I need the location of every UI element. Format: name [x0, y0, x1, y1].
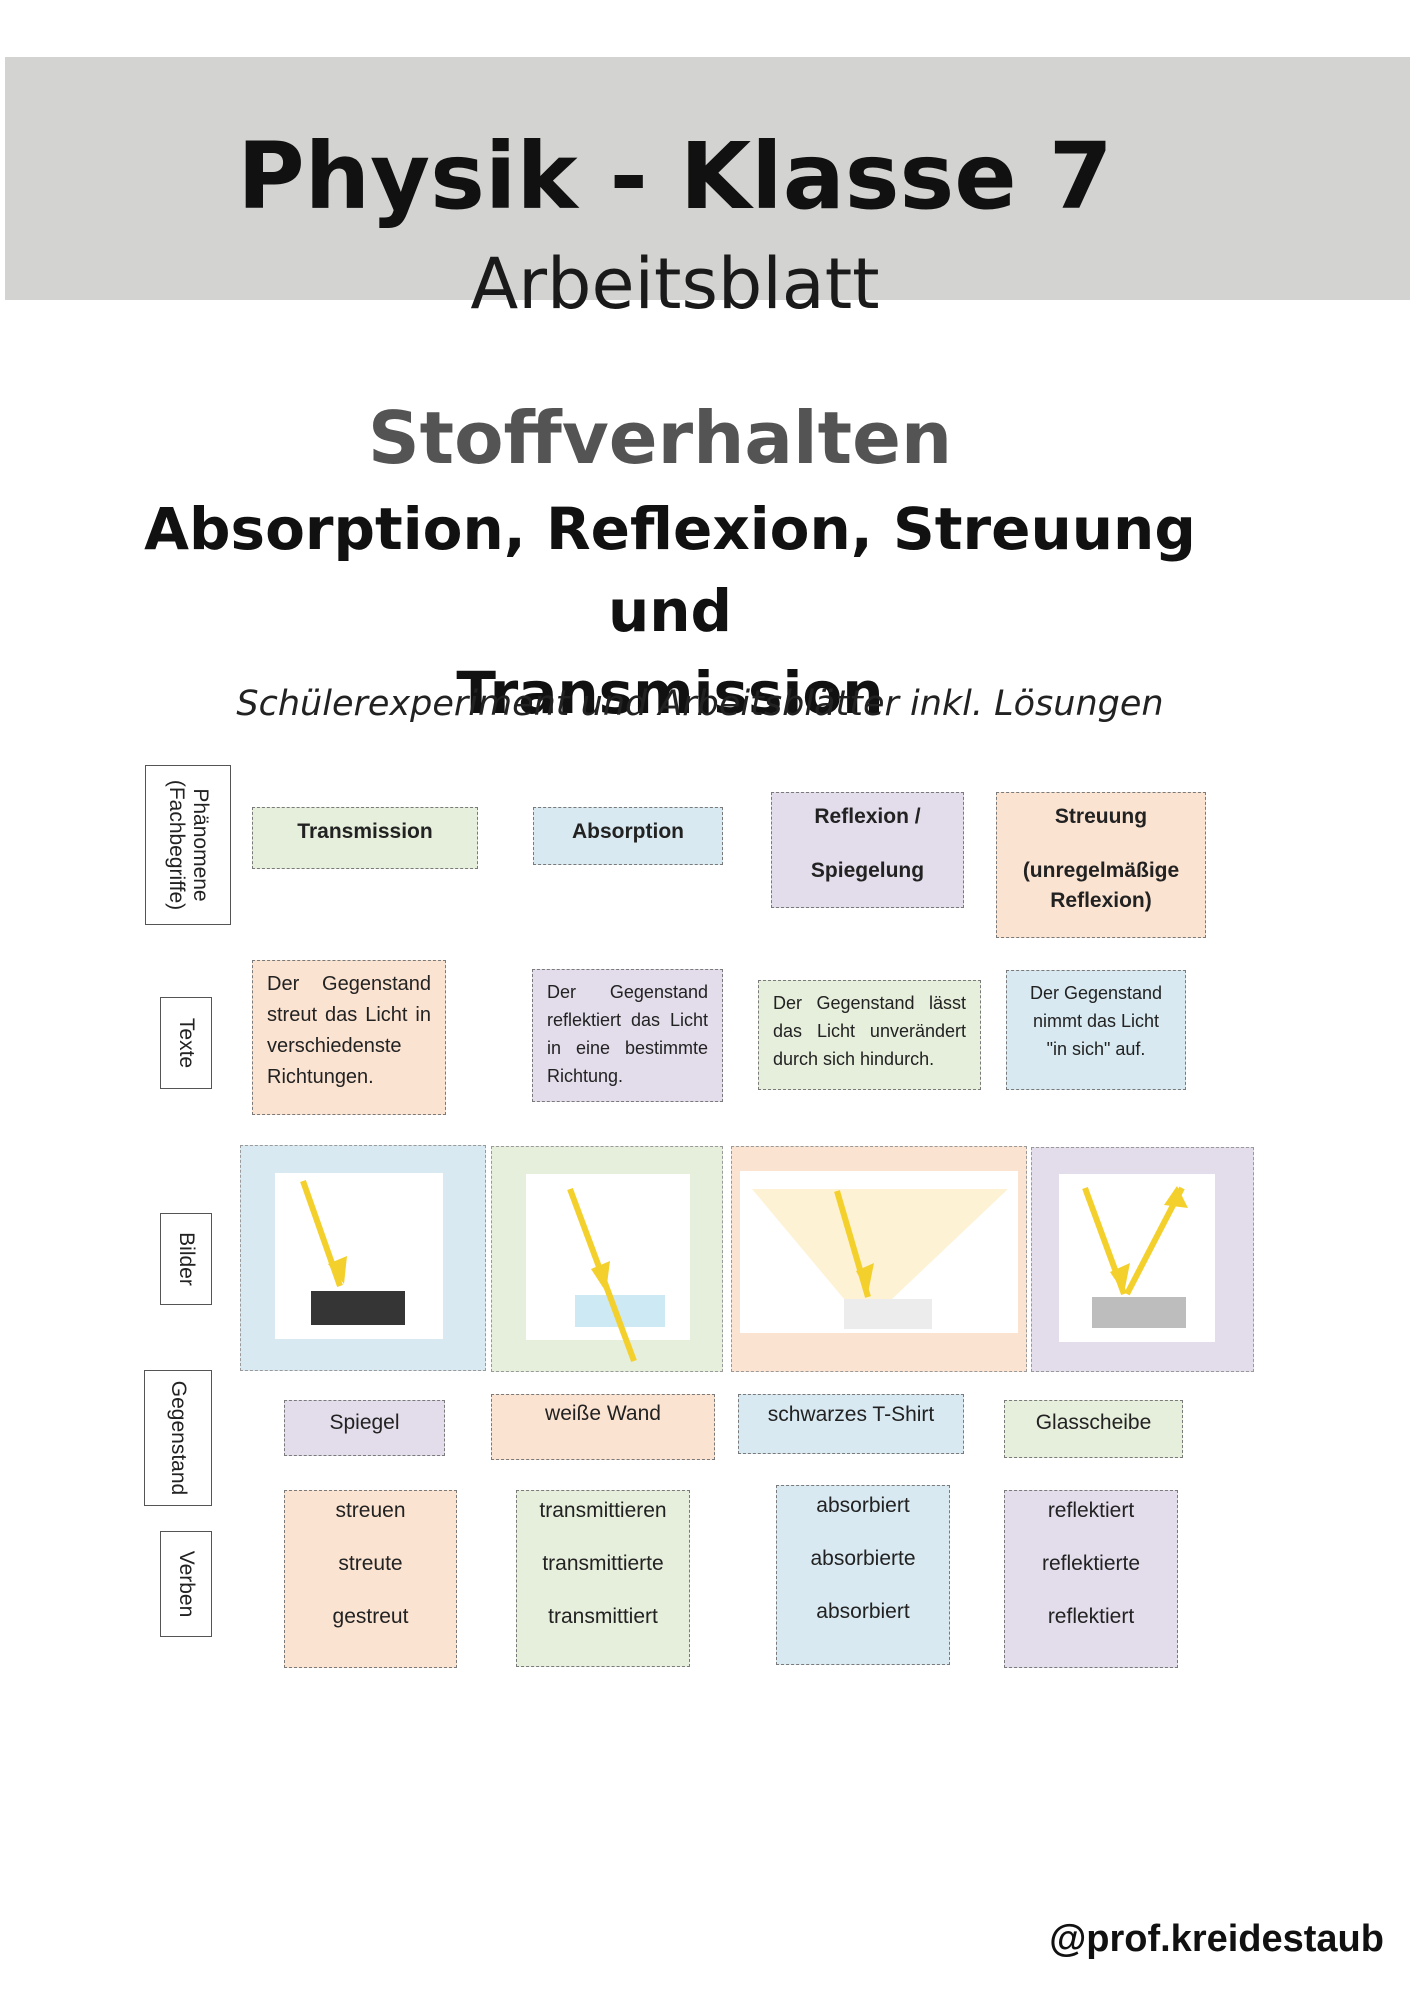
lead-text: Schülerexperiment und Arbeitsblätter ink…: [236, 684, 1164, 724]
object-card-weisse-wand[interactable]: weiße Wand: [491, 1394, 715, 1460]
object-card-spiegel[interactable]: Spiegel: [284, 1400, 445, 1456]
row-label-phenomena-line1: Phänomene: [189, 788, 212, 902]
header-banner: Physik - Klasse 7 Arbeitsblatt: [5, 57, 1410, 324]
phenomenon-card-transmission[interactable]: Transmission: [252, 807, 478, 869]
text-card-reflection[interactable]: Der Gegenstand reflektiert das Licht in …: [532, 969, 723, 1102]
row-label-images: Bilder: [160, 1213, 212, 1305]
topic-subtitle-line2: Transmission: [456, 659, 884, 727]
transmission-illustration: [567, 1187, 665, 1363]
verb-card-absorbieren[interactable]: absorbiert absorbierte absorbiert: [776, 1485, 950, 1665]
row-label-phenomena: Phänomene (Fachbegriffe): [145, 765, 231, 925]
row-label-verbs: Verben: [160, 1531, 212, 1637]
page-title: Physik - Klasse 7: [237, 123, 1113, 230]
text-card-transmission[interactable]: Der Gegenstand lässt das Licht unverände…: [758, 980, 981, 1090]
topic-title: Stoffverhalten: [367, 396, 953, 480]
object-card-schwarzes-tshirt[interactable]: schwarzes T-Shirt: [738, 1394, 964, 1454]
image-card-scattering[interactable]: [731, 1146, 1027, 1372]
phenomenon-card-reflection[interactable]: Reflexion / Spiegelung: [771, 792, 964, 908]
reflection-illustration: [1082, 1186, 1188, 1328]
absorption-illustration: [300, 1180, 405, 1325]
phenomenon-card-scattering[interactable]: Streuung (unregelmäßige Reflexion): [996, 792, 1206, 938]
image-card-reflection[interactable]: [1031, 1147, 1254, 1372]
row-label-objects: Gegenstand: [144, 1370, 212, 1506]
author-handle: @prof.kreidestaub: [1049, 1918, 1384, 1960]
page-subtitle: Arbeitsblatt: [470, 243, 880, 325]
verb-card-transmittieren[interactable]: transmittieren transmittierte transmitti…: [516, 1490, 690, 1667]
scattering-illustration: [752, 1189, 1008, 1329]
topic-subtitle: Absorption, Reflexion, Streuung und Tran…: [120, 488, 1220, 734]
text-card-absorption[interactable]: Der Gegenstand nimmt das Licht "in sich"…: [1006, 970, 1186, 1090]
text-card-scattering[interactable]: Der Gegenstand streut das Licht in versc…: [252, 960, 446, 1115]
verb-card-streuen[interactable]: streuen streute gestreut: [284, 1490, 457, 1668]
verb-card-reflektieren[interactable]: reflektiert reflektierte reflektiert: [1004, 1490, 1178, 1668]
row-label-phenomena-line2: (Fachbegriffe): [165, 779, 188, 911]
topic-subtitle-line1: Absorption, Reflexion, Streuung und: [144, 495, 1196, 645]
image-card-transmission[interactable]: [491, 1146, 723, 1372]
image-card-absorption[interactable]: [240, 1145, 486, 1371]
object-card-glasscheibe[interactable]: Glasscheibe: [1004, 1400, 1183, 1458]
phenomenon-card-absorption[interactable]: Absorption: [533, 807, 723, 865]
row-label-texts: Texte: [160, 997, 212, 1089]
